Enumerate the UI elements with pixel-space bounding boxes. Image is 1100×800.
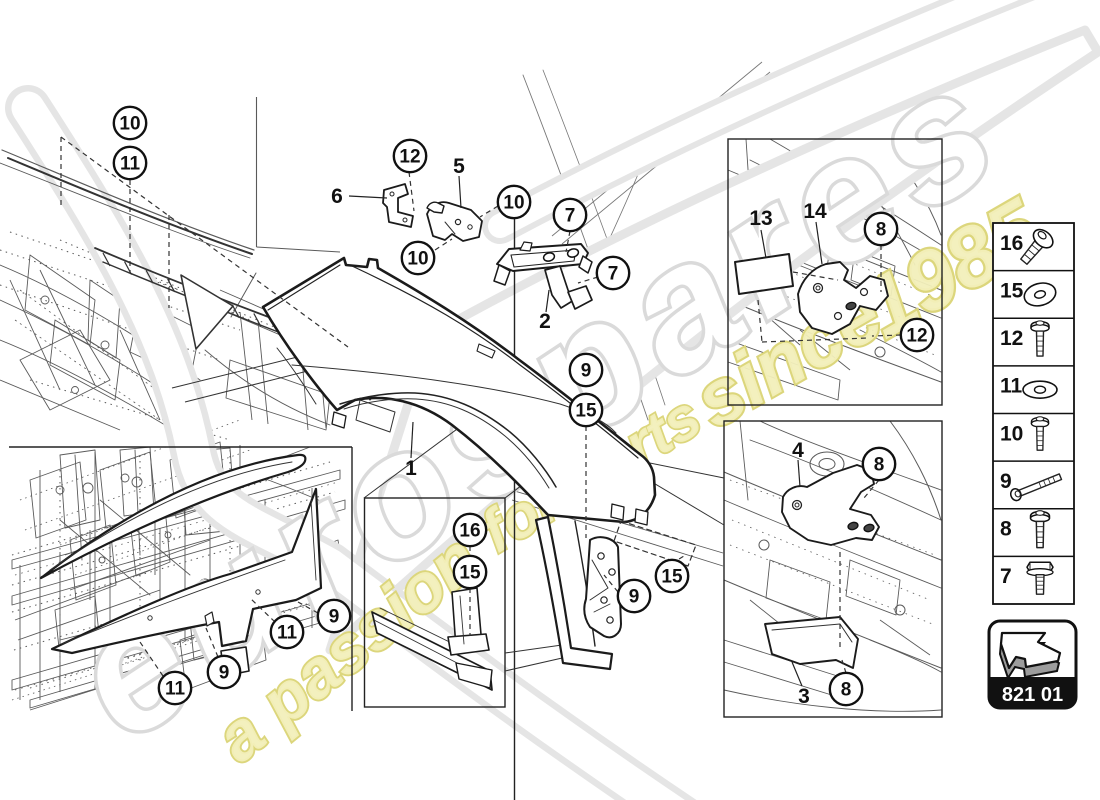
- svg-text:11: 11: [120, 154, 141, 175]
- svg-text:8: 8: [841, 680, 852, 701]
- svg-text:5: 5: [453, 155, 465, 178]
- svg-text:2: 2: [539, 310, 551, 333]
- svg-text:8: 8: [874, 455, 885, 476]
- svg-text:15: 15: [1000, 279, 1024, 302]
- svg-text:1: 1: [405, 457, 417, 480]
- svg-text:12: 12: [1000, 327, 1023, 350]
- svg-text:11: 11: [1000, 375, 1023, 398]
- svg-text:7: 7: [608, 264, 619, 285]
- svg-text:10: 10: [1000, 422, 1023, 445]
- svg-text:10: 10: [119, 114, 140, 135]
- svg-text:12: 12: [399, 147, 420, 168]
- svg-text:6: 6: [331, 185, 343, 208]
- svg-text:4: 4: [792, 439, 804, 462]
- svg-text:12: 12: [906, 326, 927, 347]
- svg-text:16: 16: [1000, 232, 1023, 255]
- svg-text:15: 15: [575, 401, 597, 422]
- svg-text:10: 10: [407, 249, 428, 270]
- svg-text:9: 9: [1000, 470, 1012, 493]
- svg-text:13: 13: [749, 207, 772, 230]
- svg-text:3: 3: [798, 685, 810, 708]
- svg-text:9: 9: [329, 607, 340, 628]
- svg-text:821 01: 821 01: [1002, 684, 1063, 706]
- svg-text:11: 11: [165, 679, 186, 700]
- svg-text:14: 14: [803, 200, 827, 223]
- svg-text:15: 15: [459, 563, 481, 584]
- svg-text:8: 8: [1000, 518, 1012, 541]
- svg-text:9: 9: [219, 663, 230, 684]
- svg-text:8: 8: [876, 220, 887, 241]
- svg-text:9: 9: [581, 361, 592, 382]
- svg-text:11: 11: [277, 623, 298, 644]
- svg-text:7: 7: [1000, 565, 1012, 588]
- svg-text:10: 10: [503, 193, 524, 214]
- svg-text:15: 15: [661, 567, 683, 588]
- svg-text:9: 9: [629, 587, 640, 608]
- svg-text:16: 16: [459, 521, 480, 542]
- svg-text:7: 7: [565, 206, 576, 227]
